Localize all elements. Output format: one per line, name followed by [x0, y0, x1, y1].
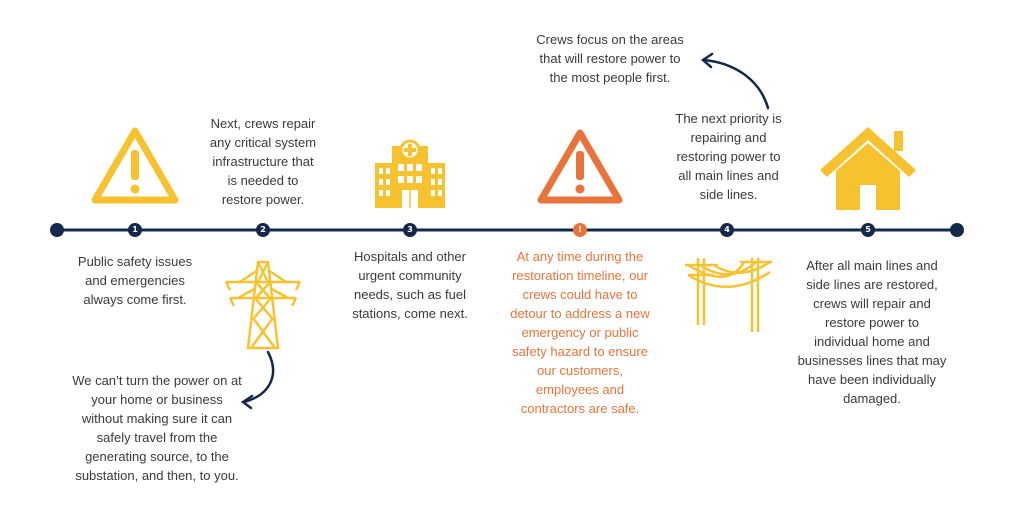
step-2-node	[256, 223, 270, 237]
step-1-node	[128, 223, 142, 237]
alert-label: !	[578, 225, 582, 234]
transmission-tower-icon	[224, 260, 302, 350]
curved-arrow-up-icon	[700, 52, 770, 110]
step-5-text: After all main lines and side lines are …	[797, 258, 947, 406]
step-2-text: Next, crews repair any critical system i…	[209, 116, 317, 207]
step-5-label: 5	[865, 225, 871, 234]
alert-text: At any time during the restoration timel…	[510, 249, 650, 416]
timeline-start-dot	[50, 223, 64, 237]
alert-node	[573, 223, 587, 237]
timeline-end-dot	[950, 223, 964, 237]
step-4-node	[720, 223, 734, 237]
alert-triangle-icon	[537, 129, 623, 204]
warning-triangle-icon	[91, 127, 179, 204]
step-4-label: 4	[724, 225, 730, 234]
step-2-note: We can’t turn the power on at your home …	[72, 373, 242, 483]
step-5-node	[861, 223, 875, 237]
step-3-text: Hospitals and other urgent community nee…	[352, 249, 468, 321]
house-icon	[820, 127, 916, 210]
step-4-text: The next priority is repairing and resto…	[675, 111, 782, 202]
step-3-node	[403, 223, 417, 237]
power-lines-icon	[685, 258, 772, 332]
step-1-label: 1	[132, 225, 138, 234]
step-1-text: Public safety issues and emergencies alw…	[77, 254, 193, 307]
step-2-label: 2	[260, 225, 266, 234]
curved-arrow-down-icon	[240, 350, 275, 410]
step-4-note: Crews focus on the areas that will resto…	[536, 32, 684, 85]
hospital-icon	[375, 139, 445, 208]
step-3-label: 3	[407, 225, 413, 234]
